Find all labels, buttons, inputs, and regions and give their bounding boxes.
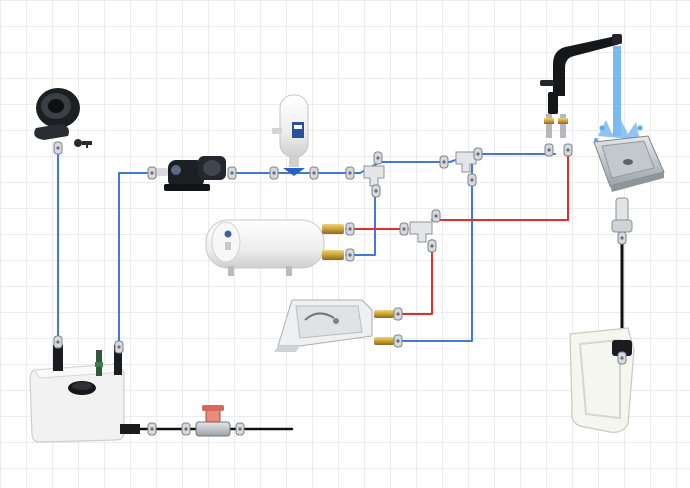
hose-clamp bbox=[473, 147, 483, 161]
hose-clamp bbox=[227, 166, 237, 180]
cold-main bbox=[231, 153, 556, 174]
shower-box-icon bbox=[274, 299, 394, 352]
hot-to-faucet bbox=[431, 153, 569, 221]
hose-clamp bbox=[563, 143, 573, 157]
drain-trap-icon bbox=[611, 197, 633, 233]
water-stream-icon bbox=[594, 46, 643, 142]
hose-clamp bbox=[371, 184, 381, 198]
hose-clamp bbox=[181, 422, 191, 436]
sink-icon bbox=[593, 135, 665, 192]
hose-clamp bbox=[345, 166, 355, 180]
hose-clamp bbox=[53, 335, 63, 349]
hose-clamp bbox=[427, 239, 437, 253]
accumulator-tank-icon bbox=[272, 94, 309, 176]
hose-clamp bbox=[399, 222, 409, 236]
hose-clamp bbox=[345, 222, 355, 236]
hose-clamp bbox=[431, 209, 441, 223]
hose-clamp bbox=[373, 151, 383, 165]
faucet-icon bbox=[540, 34, 622, 138]
hose-clamp bbox=[439, 155, 449, 169]
hose-clamp bbox=[235, 422, 245, 436]
hot-to-shower bbox=[395, 239, 433, 315]
hose-clamp bbox=[309, 166, 319, 180]
hose-clamp bbox=[269, 166, 279, 180]
hose-clamp bbox=[393, 334, 403, 348]
tee-fitting-icon bbox=[363, 165, 385, 187]
hose-clamp bbox=[467, 173, 477, 187]
hose-clamp bbox=[147, 422, 157, 436]
tee-fitting-icon bbox=[409, 221, 433, 243]
hose-clamp bbox=[114, 340, 124, 354]
hose-clamp bbox=[617, 351, 627, 365]
hose-clamp bbox=[147, 166, 157, 180]
ball-valve-icon bbox=[195, 405, 231, 437]
hose-clamp bbox=[53, 141, 63, 155]
deck-filler-icon bbox=[34, 88, 92, 148]
hose-clamp bbox=[544, 143, 554, 157]
pump-feed bbox=[118, 172, 153, 346]
boiler-icon bbox=[205, 219, 344, 276]
cold-to-heater bbox=[345, 174, 376, 256]
diaphragm-pump-icon bbox=[154, 156, 226, 191]
hose-clamp bbox=[617, 231, 627, 245]
water-tank-icon bbox=[29, 345, 140, 443]
pipes bbox=[57, 147, 624, 431]
hose-clamp bbox=[345, 248, 355, 262]
hose-clamp bbox=[393, 307, 403, 321]
cold-to-shower bbox=[395, 161, 473, 342]
filler-key-icon bbox=[74, 139, 92, 148]
waste-tank-icon bbox=[569, 327, 635, 433]
